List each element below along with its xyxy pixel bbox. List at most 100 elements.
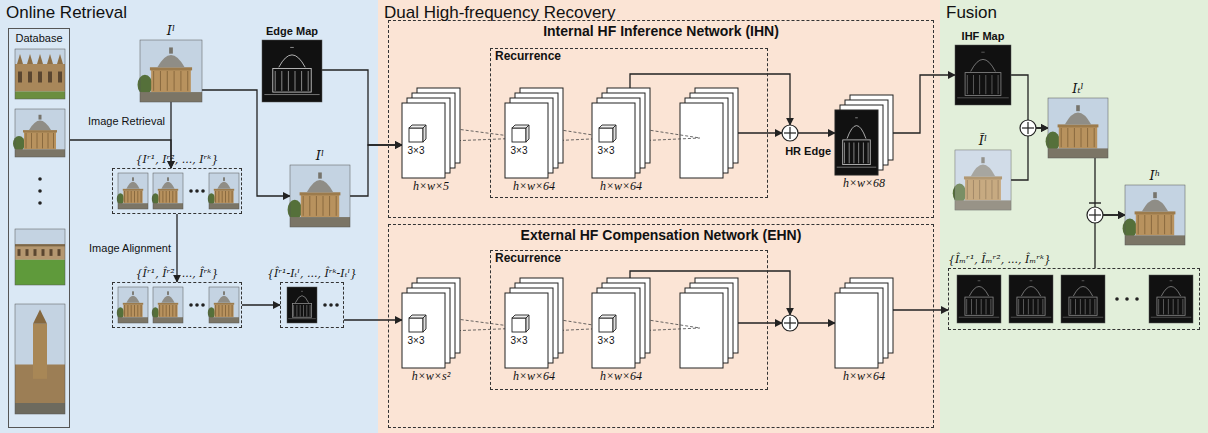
box-title: Database xyxy=(15,32,62,45)
photo-lantern xyxy=(169,47,173,53)
panel-title: Fusion xyxy=(946,3,997,23)
stroke-line xyxy=(985,75,986,94)
stroke-line xyxy=(613,138,700,142)
figure xyxy=(592,88,650,178)
connector xyxy=(344,319,402,320)
sum-symbol xyxy=(782,315,798,331)
flow-arrow xyxy=(738,322,782,323)
stroke-line xyxy=(187,71,188,91)
panel-band: DatabaseIˡEdge Map{Iʳ¹, Iʳ², ..., Iʳᵏ}Iˡ… xyxy=(0,0,378,433)
photo-tower xyxy=(33,324,47,379)
feature-stack: 3×3h×w×5 xyxy=(402,88,460,178)
thumbnail xyxy=(15,229,65,285)
node-figure xyxy=(955,45,1011,105)
kernel-size: 3×3 xyxy=(408,145,425,157)
photo-tree xyxy=(953,184,966,203)
stroke-line xyxy=(423,138,525,142)
stroke-line xyxy=(180,71,181,91)
photo-ground xyxy=(1048,148,1108,158)
photo-band xyxy=(964,176,1002,179)
thumbnail-frame xyxy=(957,275,1001,323)
figure xyxy=(287,287,339,323)
photo-sky xyxy=(290,165,350,227)
photo-band xyxy=(1058,124,1099,127)
panel-fill xyxy=(0,0,378,433)
kernel-cube xyxy=(599,318,613,332)
panel-fill xyxy=(940,0,1208,433)
thumbnail-frame xyxy=(955,45,1011,105)
stroke-line xyxy=(998,180,999,199)
stroke-line xyxy=(131,191,132,203)
thumbnail-frame xyxy=(1149,275,1193,323)
kernel-cube xyxy=(423,315,426,332)
stroke-line xyxy=(290,47,294,48)
photo-band xyxy=(23,130,57,132)
node-figure xyxy=(113,283,241,327)
stroke-line xyxy=(526,328,612,332)
thumbnail xyxy=(15,49,65,99)
ellipsis-dot xyxy=(1115,297,1119,301)
thumbnail xyxy=(1123,185,1185,245)
figure xyxy=(835,95,893,175)
tensor-size: h×w×64 xyxy=(600,180,642,194)
stroke-line xyxy=(232,305,233,317)
photo-spire xyxy=(17,54,23,64)
panel-fill xyxy=(378,0,940,433)
thumbnail-frame xyxy=(15,304,65,414)
ellipsis-dot xyxy=(189,189,193,193)
photo-window xyxy=(34,249,37,256)
node-figure xyxy=(955,150,1011,210)
photo-drum xyxy=(1136,214,1174,236)
stroke-line xyxy=(1027,122,1028,134)
feature-layer xyxy=(592,293,635,368)
thumbnail xyxy=(117,173,148,209)
stroke-line xyxy=(855,117,858,118)
panel-title: Dual High-frequency Recovery xyxy=(384,3,616,23)
stroke-line xyxy=(159,305,160,317)
ellipsis-dot xyxy=(323,303,327,307)
ellipsis-dot xyxy=(38,177,42,181)
set-symbol: {Iʳ¹, Iʳ², ..., Iʳᵏ} xyxy=(136,154,219,167)
photo-band xyxy=(123,189,143,191)
feature-layer xyxy=(850,278,893,353)
stroke-line xyxy=(998,75,999,94)
photo-tree xyxy=(117,193,124,205)
feature-layer xyxy=(840,288,883,363)
stroke-line xyxy=(127,191,128,203)
thumbnail xyxy=(117,287,148,323)
figure xyxy=(955,45,1011,105)
stroke-line xyxy=(222,191,223,203)
kernel-cube xyxy=(409,315,426,318)
stroke-line xyxy=(868,143,869,164)
thumbnail xyxy=(1061,275,1105,323)
photo-sky xyxy=(153,287,183,323)
photo-tree xyxy=(1046,132,1060,151)
photo-drum xyxy=(151,70,191,92)
photo-tree xyxy=(138,75,153,95)
stroke-line xyxy=(310,305,311,317)
stroke-line xyxy=(169,191,170,203)
feature-layer xyxy=(840,105,883,170)
stroke-line xyxy=(215,191,216,203)
edge-dome xyxy=(1021,287,1040,297)
photo-band xyxy=(214,303,234,305)
node-figure xyxy=(9,29,69,427)
node-figure xyxy=(592,278,650,368)
figure xyxy=(13,49,65,414)
stroke-line xyxy=(159,191,160,203)
thumbnail xyxy=(262,40,322,102)
node-figure xyxy=(835,95,893,175)
thumbnail xyxy=(15,304,65,414)
photo-building xyxy=(15,64,65,92)
stroke-line xyxy=(296,305,297,317)
edge-dome xyxy=(279,55,305,67)
edge-dome xyxy=(971,59,996,71)
image-symbol: Iʰ xyxy=(1150,169,1161,184)
stroke-line xyxy=(124,191,125,203)
photo-band xyxy=(214,189,234,191)
photo-lawn xyxy=(15,260,65,285)
photo-drum xyxy=(123,304,142,317)
stroke-line xyxy=(1163,299,1164,314)
kernel-cube xyxy=(599,128,613,142)
connector xyxy=(350,145,402,196)
